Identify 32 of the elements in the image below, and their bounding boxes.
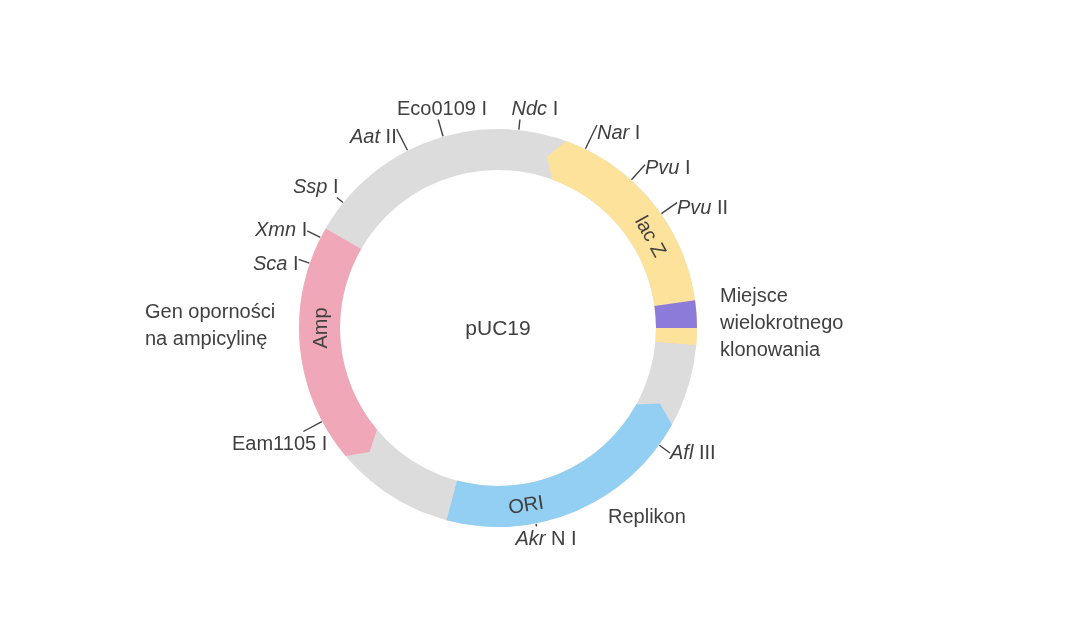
leader-line: [437, 118, 444, 137]
gene-name: Amp: [308, 307, 331, 349]
restriction-site-label: Nar I: [597, 120, 641, 144]
leader-line: [518, 118, 521, 131]
gene-name: ORI: [506, 490, 546, 518]
annotation-text: Miejsce wielokrotnego klonowania: [720, 283, 845, 362]
restriction-site-label: Aat II: [350, 124, 397, 148]
leader-line: [336, 196, 344, 204]
annotation-text: Gen oporności na ampicylinę: [145, 299, 277, 351]
restriction-site-label: Afl III: [670, 440, 716, 464]
restriction-site-label: Eco0109 I: [397, 96, 488, 120]
annotation-text: Replikon: [608, 504, 687, 529]
restriction-site-label: Akr N I: [515, 526, 577, 550]
restriction-site-label: Ndc I: [511, 96, 559, 120]
leader-line: [584, 124, 598, 150]
restriction-site-label: Ssp I: [293, 174, 339, 198]
leader-line: [660, 201, 678, 215]
gene-name: lac Z: [630, 211, 672, 261]
plasmid-name: pUC19: [465, 315, 531, 341]
cloning-site-band: [654, 300, 697, 328]
restriction-site-label: Pvu II: [677, 195, 729, 219]
restriction-site-label: Sca I: [253, 251, 299, 275]
leader-line: [630, 164, 646, 181]
leader-line: [297, 258, 311, 264]
restriction-site-label: Xmn I: [255, 217, 308, 241]
leader-line: [396, 128, 409, 151]
leader-line: [658, 444, 671, 454]
restriction-site-label: Eam1105 I: [232, 431, 328, 455]
restriction-site-label: Pvu I: [645, 155, 691, 179]
leader-line: [302, 420, 323, 433]
leader-line: [535, 523, 538, 528]
leader-line: [306, 230, 321, 239]
